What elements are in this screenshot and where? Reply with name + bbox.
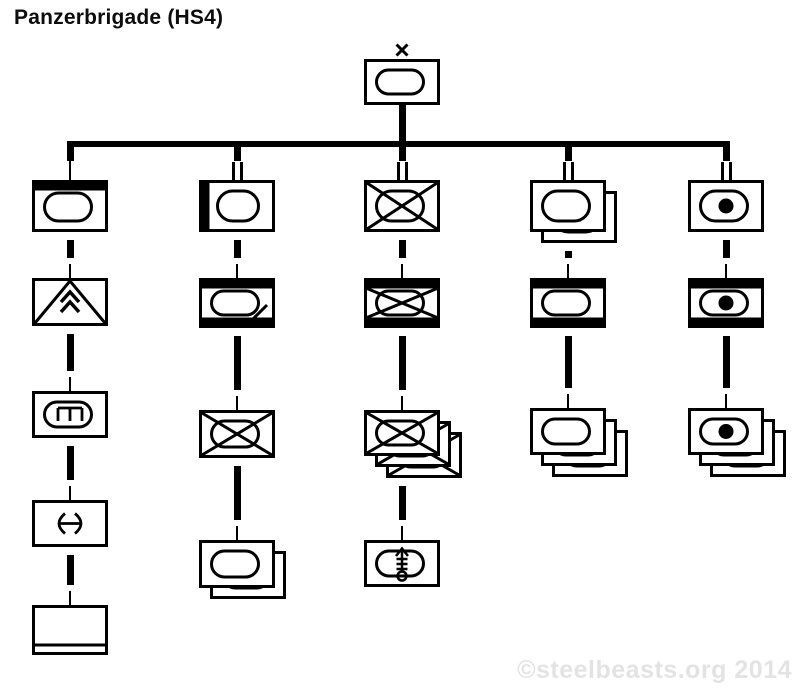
connector-stub xyxy=(235,396,239,410)
unit-panzer-battalion-group xyxy=(530,180,617,248)
connector-stub xyxy=(68,486,72,500)
connector-dash xyxy=(66,334,74,371)
unit-supply-company xyxy=(32,605,108,660)
unit-armored-artillery-batteries xyxy=(688,408,786,482)
connector-dash xyxy=(564,336,572,388)
connector-stub xyxy=(566,394,570,408)
connector-stub xyxy=(68,377,72,391)
unit-panzer-companies xyxy=(199,540,286,604)
connector-dash xyxy=(66,446,74,480)
column-drop xyxy=(233,147,241,161)
single-stub xyxy=(68,160,72,180)
connector-stub xyxy=(68,591,72,605)
connector-dash xyxy=(722,336,730,388)
column-drop xyxy=(564,147,572,161)
connector-stub xyxy=(724,264,728,278)
double-stub-left xyxy=(231,162,235,180)
column-drop xyxy=(66,147,74,161)
unit-armored-artillery-battalion-cadre xyxy=(688,278,764,333)
connector-stub xyxy=(724,394,728,408)
column-drop xyxy=(722,147,730,161)
connector-stub xyxy=(235,264,239,278)
connector-dash xyxy=(233,466,241,520)
connector-dash xyxy=(233,240,241,258)
double-stub-right xyxy=(404,162,408,180)
root-trunk xyxy=(398,104,406,147)
connector-dash xyxy=(233,336,241,390)
unit-panzer-battalion xyxy=(199,180,275,237)
connector-dash xyxy=(398,336,406,390)
double-stub-left xyxy=(720,162,724,180)
connector-dash xyxy=(722,240,730,258)
org-hline xyxy=(66,140,730,147)
column-drop xyxy=(398,147,406,161)
page-title: Panzerbrigade (HS4) xyxy=(14,6,224,29)
unit-armored-recon-company xyxy=(32,278,108,331)
connector-dash xyxy=(66,555,74,585)
unit-hq-company xyxy=(32,180,108,237)
double-stub-left xyxy=(562,162,566,180)
unit-bridging-company xyxy=(32,500,108,552)
double-stub-left xyxy=(396,162,400,180)
unit-panzer-battalion-cadre xyxy=(199,278,275,333)
connector-dash xyxy=(66,240,74,258)
unit-brigade-hq xyxy=(364,59,440,110)
double-stub-right xyxy=(570,162,574,180)
unit-armored-engineer-company xyxy=(32,391,108,443)
connector-stub xyxy=(566,264,570,278)
unit-armored-mortar-company xyxy=(364,540,440,592)
connector-dash xyxy=(398,240,406,258)
unit-panzer-companies-2 xyxy=(530,408,628,482)
watermark: ©steelbeasts.org 2014 xyxy=(517,656,792,684)
double-stub-right xyxy=(728,162,732,180)
connector-stub xyxy=(400,526,404,540)
echelon-x-marker xyxy=(395,43,409,62)
double-stub-right xyxy=(239,162,243,180)
unit-armored-artillery-battalion xyxy=(688,180,764,237)
connector-stub xyxy=(68,264,72,278)
connector-stub xyxy=(400,264,404,278)
unit-panzergrenadier-companies xyxy=(364,410,462,483)
unit-panzergrenadier-battalion-cadre xyxy=(364,278,440,333)
unit-panzer-battalion-cadre-2 xyxy=(530,278,606,333)
connector-dash xyxy=(398,486,406,520)
unit-panzergrenadier-company xyxy=(199,410,275,463)
unit-panzergrenadier-battalion xyxy=(364,180,440,237)
connector-stub xyxy=(400,396,404,410)
connector-stub xyxy=(235,526,239,540)
connector-dash xyxy=(564,251,572,258)
